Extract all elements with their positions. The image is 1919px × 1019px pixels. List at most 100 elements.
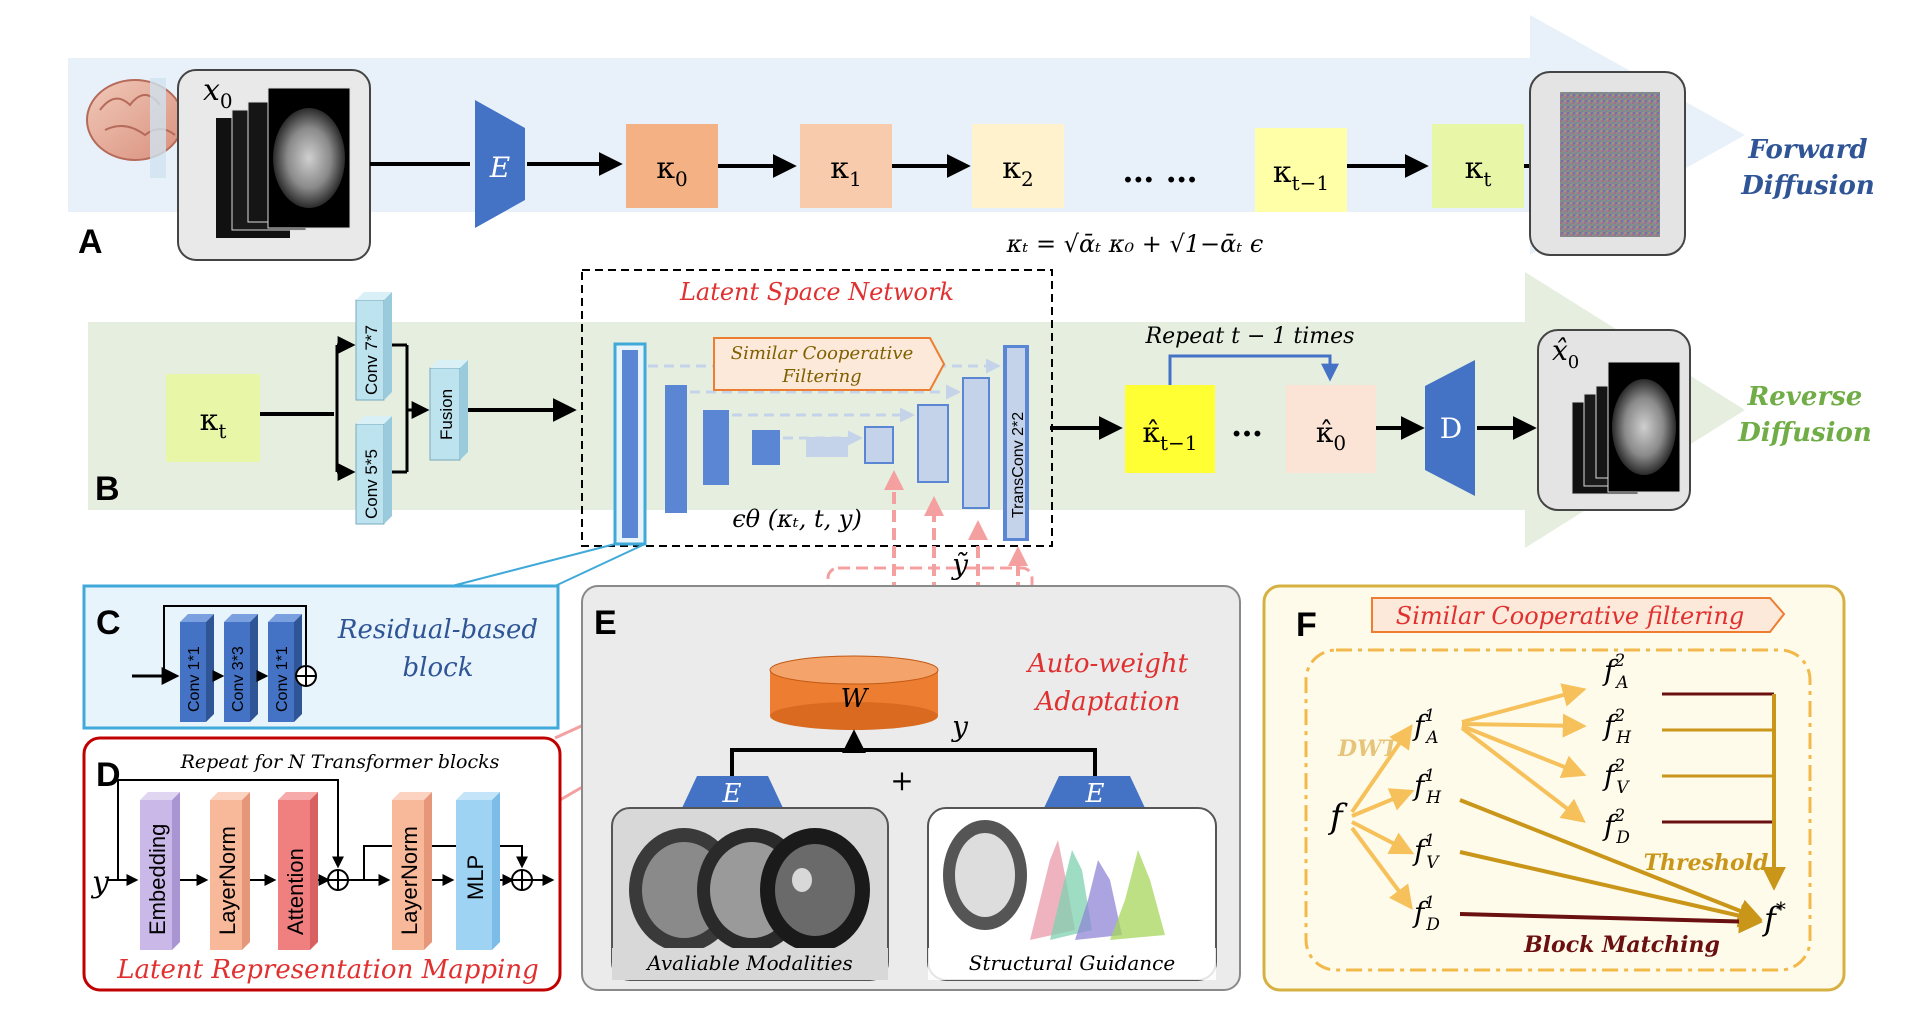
auto-weight-label-2: Adaptation: [1034, 687, 1181, 717]
svg-text:LayerNorm: LayerNorm: [397, 826, 422, 935]
conv3-block: Conv 3*3: [224, 614, 258, 722]
panel-e-plus: +: [890, 764, 913, 797]
svg-text:Conv 1*1: Conv 1*1: [186, 646, 203, 712]
panel-d-letter: D: [96, 756, 121, 794]
mlp-block: MLP: [456, 792, 500, 950]
conv1-block: Conv 1*1: [180, 614, 214, 722]
repeat-label: Repeat t − 1 times: [1145, 324, 1355, 349]
kappa-0-box: κ0: [626, 124, 718, 208]
brain-mri-input: x0: [86, 69, 371, 261]
svg-text:κt: κt: [1465, 151, 1492, 191]
svg-text:x̂0: x̂0: [1552, 334, 1579, 373]
decoder-trapezoid: [1425, 360, 1475, 496]
kappa-t-box: κt: [1432, 124, 1524, 208]
available-modalities-image: Avaliable Modalities: [611, 807, 889, 981]
svg-text:Conv 7*7: Conv 7*7: [362, 325, 381, 395]
panel-b-letter: B: [95, 470, 120, 508]
panel-c-letter: C: [96, 604, 121, 642]
svg-text:MLP: MLP: [463, 855, 488, 900]
svg-text:LayerNorm: LayerNorm: [215, 826, 240, 935]
panel-e-letter: E: [594, 604, 617, 642]
fusion-block: Fusion: [429, 360, 468, 461]
encoder-left: [682, 776, 783, 808]
panel-d-input-y: y: [90, 865, 110, 900]
threshold-label: Threshold: [1644, 850, 1769, 876]
encoder-label: E: [489, 151, 510, 184]
panel-a: A x0 E κ0 κ1 κ2: [68, 15, 1875, 261]
panel-e: E W y + E E Avaliable Modalities: [581, 585, 1241, 991]
panel-f-title: Similar Cooperative filtering: [1396, 602, 1744, 630]
forward-label-2: Diffusion: [1740, 171, 1875, 201]
panel-c-label-2: block: [403, 653, 474, 683]
svg-text:κ0: κ0: [656, 151, 687, 191]
forward-label-1: Forward: [1747, 135, 1867, 165]
reverse-label-2: Diffusion: [1737, 418, 1872, 448]
panel-a-letter: A: [78, 223, 103, 261]
panel-c-box: [82, 584, 560, 730]
transconv-label: TransConv 2*2: [1010, 412, 1027, 518]
svg-text:κ̂t−1: κ̂t−1: [1142, 416, 1197, 455]
forward-equation: κₜ = √ᾱₜ κ₀ + √1−ᾱₜ ϵ: [1006, 230, 1264, 258]
kappa-2-box: κ2: [972, 124, 1064, 208]
reverse-dots: …: [1231, 406, 1263, 444]
svg-text:κ1: κ1: [830, 151, 861, 191]
add-icon-2: [511, 869, 533, 891]
reconstructed-mri: x̂0: [1537, 329, 1691, 511]
panel-d-caption: Latent Representation Mapping: [116, 955, 538, 985]
svg-text:Similar Cooperative: Similar Cooperative: [731, 343, 914, 364]
svg-text:κ2: κ2: [1002, 151, 1033, 191]
svg-text:Attention: Attention: [283, 848, 308, 935]
unet-blocks: TransConv 2*2: [613, 342, 1029, 546]
kappa-t-input-box: κt: [166, 374, 260, 462]
structural-guidance-image: Structural Guidance: [927, 807, 1217, 981]
svg-text:Conv 1*1: Conv 1*1: [274, 646, 291, 712]
panel-d-box: [82, 736, 562, 992]
svg-text:Embedding: Embedding: [145, 824, 170, 935]
kappa-1-box: κ1: [800, 124, 892, 208]
residual-add-icon: [295, 665, 317, 687]
svg-text:W: W: [841, 684, 870, 714]
latent-space-network-box: [581, 269, 1053, 547]
svg-text:Filtering: Filtering: [781, 366, 861, 387]
panel-d-repeat: Repeat for N Transformer blocks: [180, 751, 500, 773]
x0-label: x0: [203, 73, 233, 113]
svg-text:E: E: [722, 779, 742, 809]
block-matching-label: Block Matching: [1523, 932, 1720, 958]
svg-text:Fusion: Fusion: [437, 389, 456, 440]
panel-f-box: [1262, 584, 1846, 992]
panel-f: F Similar Cooperative filtering DWT f f1…: [1262, 584, 1846, 992]
add-icon-1: [327, 869, 349, 891]
scf-pentagon: Similar Cooperative Filtering: [713, 337, 946, 391]
conv1b-block: Conv 1*1: [268, 614, 302, 722]
conv77-block: Conv 7*7: [355, 292, 392, 401]
svg-text:E: E: [1085, 779, 1105, 809]
panel-c-label-1: Residual-based: [337, 615, 538, 645]
available-modalities-caption: Avaliable Modalities: [645, 951, 853, 975]
svg-text:κ̂0: κ̂0: [1316, 416, 1346, 455]
ytilde-label: ỹ: [950, 548, 969, 581]
kappa-hat-0-box: κ̂0: [1286, 385, 1376, 473]
layernorm-1-block: LayerNorm: [210, 792, 250, 950]
panel-c: C Conv 1*1 Conv 3*3 Conv 1*1 Resid: [82, 584, 560, 730]
latent-space-title: Latent Space Network: [679, 278, 954, 306]
structural-guidance-caption: Structural Guidance: [969, 951, 1175, 975]
repeat-loop-arrow: [1168, 354, 1339, 385]
svg-text:Conv 3*3: Conv 3*3: [230, 646, 247, 712]
embedding-block: Embedding: [140, 792, 180, 950]
encoder-right: [1044, 776, 1145, 808]
noise-image: [1529, 71, 1686, 256]
panel-f-letter: F: [1296, 606, 1317, 644]
weight-cylinder: W: [769, 655, 939, 730]
svg-text:κt: κt: [200, 403, 227, 443]
svg-text:Conv 5*5: Conv 5*5: [362, 449, 381, 519]
epsilon-theta-label: ϵθ (κₜ, t, y): [732, 505, 862, 533]
svg-text:κt−1: κt−1: [1273, 155, 1329, 195]
encoder-trapezoid: [475, 100, 525, 228]
layernorm-2-block: LayerNorm: [392, 792, 432, 950]
panel-d: D Repeat for N Transformer blocks y Embe…: [82, 736, 562, 992]
auto-weight-label-1: Auto-weight: [1026, 649, 1189, 679]
reverse-band-arrow: [88, 272, 1745, 548]
decoder-label: D: [1440, 412, 1462, 445]
panel-e-y: y: [950, 710, 969, 743]
